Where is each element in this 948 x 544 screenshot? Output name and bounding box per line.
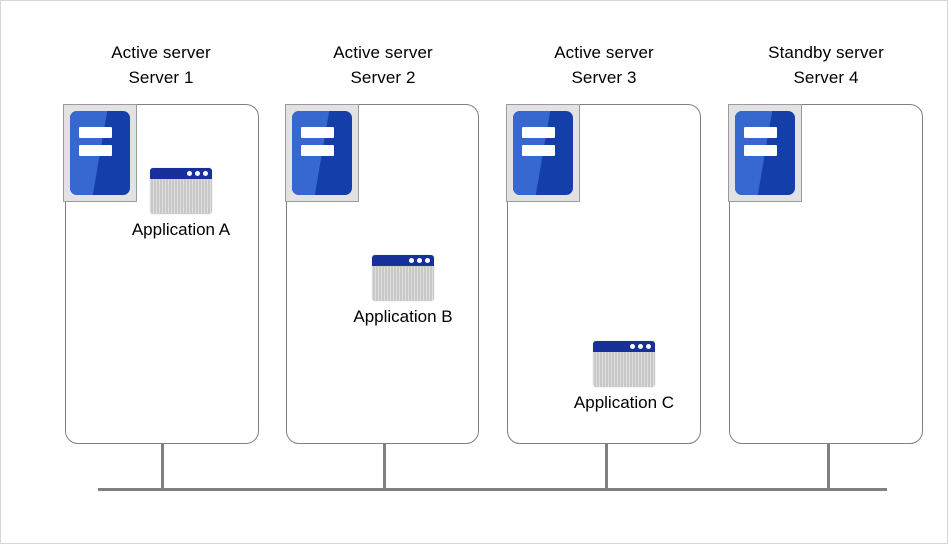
server-icon-bar-1 — [79, 126, 112, 138]
server-role-4: Standby server — [768, 43, 884, 62]
server-connector-3 — [605, 444, 608, 490]
server-role-1: Active server — [111, 43, 211, 62]
application-label: Application B — [353, 307, 453, 326]
server-icon-body — [735, 111, 795, 195]
window-titlebar — [593, 341, 655, 352]
server-connector-4 — [827, 444, 830, 490]
server-name-4: Server 4 — [793, 68, 859, 87]
server-role-2: Active server — [333, 43, 433, 62]
server-connector-2 — [383, 444, 386, 490]
application-a[interactable]: Application A — [81, 168, 281, 241]
server-icon — [728, 104, 802, 202]
server-icon-bar-1 — [522, 126, 555, 138]
window-titlebar — [150, 168, 212, 179]
server-icon-bar-1 — [744, 126, 777, 138]
server-icon-bar-2 — [522, 144, 555, 156]
server-name-1: Server 1 — [128, 68, 194, 87]
server-icon — [285, 104, 359, 202]
server-name-2: Server 2 — [350, 68, 416, 87]
server-icon-body — [513, 111, 573, 195]
server-title-3: Active server Server 3 — [506, 40, 702, 90]
server-title-4: Standby server Server 4 — [728, 40, 924, 90]
server-title-1: Active server Server 1 — [63, 40, 259, 90]
server-name-3: Server 3 — [571, 68, 637, 87]
server-icon-body — [70, 111, 130, 195]
application-label: Application C — [573, 393, 675, 412]
application-window-icon — [593, 341, 655, 387]
application-b[interactable]: Application B — [303, 255, 503, 328]
application-window-icon — [150, 168, 212, 214]
window-controls — [630, 344, 651, 349]
network-bus-line — [98, 488, 887, 491]
server-icon — [506, 104, 580, 202]
application-window-icon — [372, 255, 434, 301]
server-connector-1 — [161, 444, 164, 490]
application-label: Application A — [131, 220, 231, 239]
window-controls — [409, 258, 430, 263]
server-role-3: Active server — [554, 43, 654, 62]
server-icon-bar-2 — [79, 144, 112, 156]
server-icon-body — [292, 111, 352, 195]
server-icon — [63, 104, 137, 202]
server-icon-bar-2 — [301, 144, 334, 156]
server-icon-bar-2 — [744, 144, 777, 156]
server-icon-bar-1 — [301, 126, 334, 138]
application-c[interactable]: Application C — [524, 341, 724, 414]
server-title-2: Active server Server 2 — [285, 40, 481, 90]
window-controls — [187, 171, 208, 176]
window-titlebar — [372, 255, 434, 266]
